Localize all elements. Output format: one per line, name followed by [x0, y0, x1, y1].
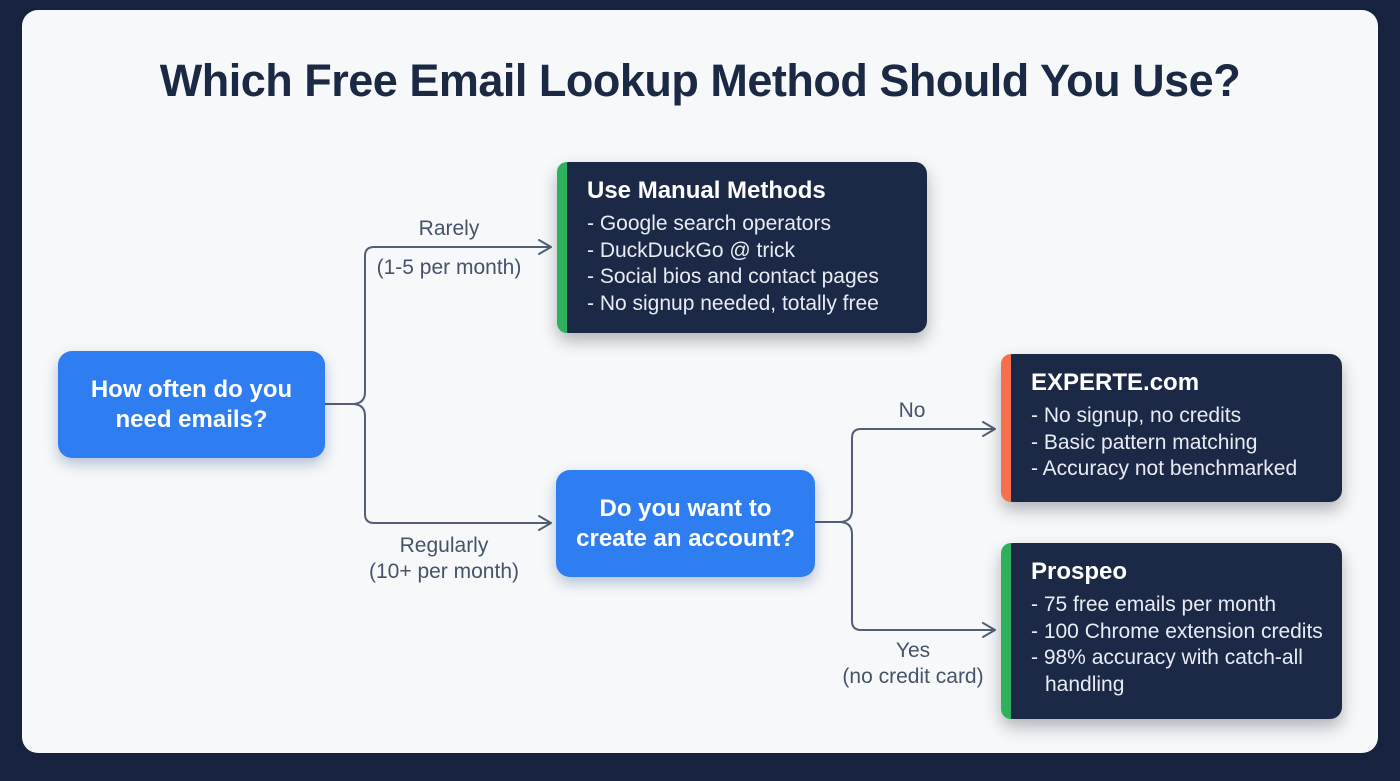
branch-label-regularly: Regularly: [399, 534, 489, 557]
outcome-item: - Social bios and contact pages: [587, 265, 879, 288]
outcome-card-content: Prospeo - 75 free emails per month - 100…: [1011, 543, 1342, 719]
page-title: Which Free Email Lookup Method Should Yo…: [159, 55, 1241, 106]
outcome-card-content: EXPERTE.com - No signup, no credits - Ba…: [1011, 354, 1342, 502]
accent-bar-green: [1001, 543, 1011, 719]
outcome-item: - No signup needed, totally free: [587, 291, 879, 315]
accent-bar-orange: [1001, 354, 1011, 502]
outcome-card-experte: EXPERTE.com - No signup, no credits - Ba…: [1001, 354, 1342, 502]
outcome-title: Use Manual Methods: [587, 177, 826, 204]
decision-node-frequency: How often do you need emails?: [58, 351, 325, 458]
outcome-title: Prospeo: [1031, 558, 1128, 585]
branch-sublabel-regularly: (10+ per month): [369, 560, 519, 583]
outcome-item: - 75 free emails per month: [1031, 593, 1277, 616]
outcome-card-prospeo: Prospeo - 75 free emails per month - 100…: [1001, 543, 1342, 719]
decision-node-frequency-label: How often do you need emails?: [90, 375, 293, 433]
outcome-card-content: Use Manual Methods - Google search opera…: [567, 162, 927, 333]
branch-label-rarely: Rarely: [418, 217, 480, 240]
branch-label-no: No: [898, 399, 926, 422]
accent-bar-green: [557, 162, 567, 333]
outcome-item: - Accuracy not benchmarked: [1031, 457, 1298, 480]
outcome-item: - Basic pattern matching: [1031, 430, 1258, 454]
outcome-item: - 98% accuracy with catch-all handling: [1031, 646, 1303, 696]
outcome-item: - DuckDuckGo @ trick: [587, 238, 796, 262]
decision-node-account: Do you want to create an account?: [556, 470, 815, 577]
branch-sublabel-rarely: (1-5 per month): [376, 256, 522, 279]
outcome-item: - No signup, no credits: [1031, 404, 1242, 427]
decision-node-account-label: Do you want to create an account?: [576, 494, 795, 552]
branch-label-yes: Yes: [895, 639, 931, 662]
branch-sublabel-yes: (no credit card): [842, 665, 984, 688]
outcome-item: - 100 Chrome extension credits: [1031, 619, 1323, 643]
outcome-item: - Google search operators: [587, 212, 831, 235]
outcome-card-manual-methods: Use Manual Methods - Google search opera…: [557, 162, 927, 333]
outcome-title: EXPERTE.com: [1031, 369, 1200, 396]
